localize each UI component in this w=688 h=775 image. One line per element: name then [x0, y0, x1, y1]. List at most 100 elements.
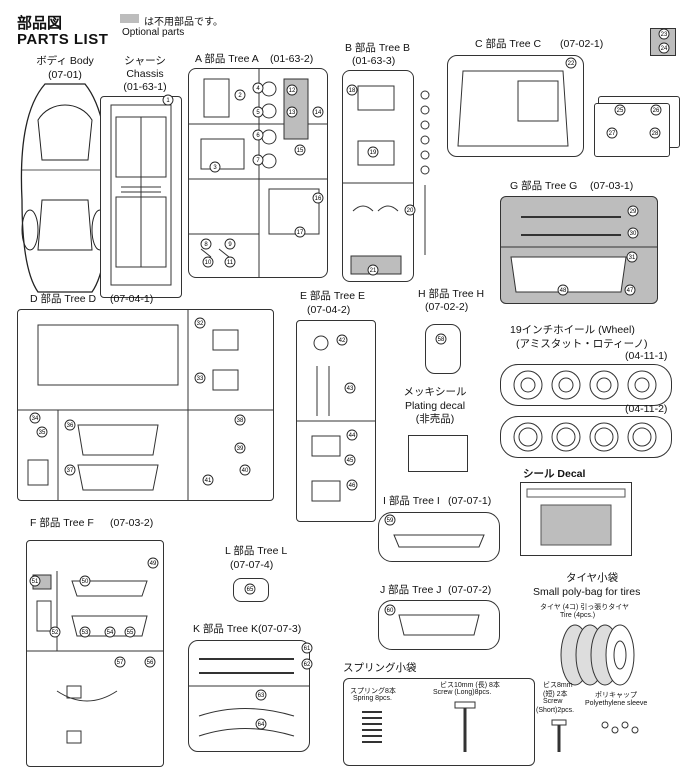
svg-text:55: 55 — [127, 630, 134, 636]
part-number-29: 29 — [627, 205, 639, 217]
part-number-49: 49 — [147, 557, 159, 569]
svg-text:5: 5 — [256, 110, 260, 116]
plating-title: Plating decal — [404, 400, 466, 412]
part-number-32: 32 — [194, 317, 206, 329]
svg-text:57: 57 — [117, 660, 124, 666]
optional-parts-legend: Optional parts — [122, 27, 185, 38]
part-number-19: 19 — [367, 146, 379, 158]
svg-text:25: 25 — [617, 108, 624, 114]
chassis-drawing — [110, 104, 172, 286]
part-number-11: 11 — [224, 256, 236, 268]
part-number-10: 10 — [202, 256, 214, 268]
optional-parts-legend-jp: は不用部品です。 — [144, 17, 223, 28]
part-number-6: 6 — [252, 129, 264, 141]
tree-g-title: G 部品 Tree G — [510, 180, 578, 192]
svg-text:20: 20 — [407, 208, 414, 214]
screw-short-label: Screw — [543, 698, 563, 705]
part-number-51: 51 — [29, 575, 41, 587]
part-number-31: 31 — [626, 251, 638, 263]
wheel-tree-1 — [500, 364, 672, 406]
tree-b-title: B 部品 Tree B — [345, 42, 410, 54]
tree-k-title: K 部品 Tree K — [193, 623, 258, 635]
part-number-42: 42 — [336, 334, 348, 346]
part-number-37: 37 — [64, 464, 76, 476]
tree-j-title: J 部品 Tree J — [380, 584, 442, 596]
tree-g-drawing — [501, 216, 657, 293]
svg-text:3: 3 — [213, 165, 217, 171]
tire-bag-title-jp: タイヤ小袋 — [566, 572, 619, 584]
svg-text:46: 46 — [349, 483, 356, 489]
svg-text:21: 21 — [370, 268, 377, 274]
part-number-8: 8 — [200, 238, 212, 250]
svg-text:45: 45 — [347, 458, 354, 464]
svg-text:15: 15 — [297, 148, 304, 154]
part-number-33: 33 — [194, 372, 206, 384]
tree-j-frame — [378, 600, 500, 650]
svg-text:10: 10 — [205, 260, 212, 266]
decal-sheet — [520, 482, 632, 556]
tree-e-drawing — [297, 335, 375, 502]
tire-label: Tire (4pcs.) — [560, 612, 596, 619]
wheel-tree-1-drawing — [513, 370, 657, 400]
svg-text:4: 4 — [256, 86, 260, 92]
svg-text:58: 58 — [438, 337, 445, 343]
svg-text:60: 60 — [387, 608, 394, 614]
chassis-title-jp: シャーシ — [124, 55, 166, 67]
svg-text:39: 39 — [237, 446, 244, 452]
tire-bag-title: Small poly-bag for tires — [533, 586, 641, 598]
tree-e-frame — [296, 320, 376, 522]
svg-text:29: 29 — [630, 209, 637, 215]
tree-i-title: I 部品 Tree I — [383, 495, 440, 507]
tree-i-frame — [378, 512, 500, 562]
plating-note: (非売品) — [415, 413, 455, 425]
part-number-14: 14 — [312, 106, 324, 118]
wheel-code-2: (04-11-2) — [625, 403, 668, 415]
part-number-27: 27 — [606, 127, 618, 139]
svg-text:28: 28 — [652, 131, 659, 137]
part-number-20: 20 — [404, 204, 416, 216]
part-number-56: 56 — [144, 656, 156, 668]
svg-text:16: 16 — [315, 196, 322, 202]
svg-text:24: 24 — [661, 46, 668, 52]
part-number-2: 2 — [234, 89, 246, 101]
svg-text:61: 61 — [304, 646, 311, 652]
svg-text:56: 56 — [147, 660, 154, 666]
part-number-26: 26 — [650, 104, 662, 116]
tree-h-code: (07-02-2) — [425, 301, 469, 313]
tree-i-code: (07-07-1) — [448, 495, 492, 507]
tree-h-frame — [425, 324, 461, 374]
svg-text:53: 53 — [82, 630, 89, 636]
chassis-title: Chassis — [126, 68, 164, 80]
part-number-3: 3 — [209, 161, 221, 173]
part-number-24: 24 — [658, 42, 670, 54]
part-number-1: 1 — [162, 94, 174, 106]
tree-f-frame — [26, 540, 164, 767]
svg-text:27: 27 — [609, 131, 616, 137]
svg-text:43: 43 — [347, 386, 354, 392]
svg-text:32: 32 — [197, 321, 204, 327]
part-number-64: 64 — [255, 718, 267, 730]
tree-b-drawing — [343, 85, 413, 275]
tree-c-roof-frame — [447, 55, 584, 157]
chassis-part — [100, 96, 182, 298]
screw-long-label: Screw (Long)8pcs. — [433, 689, 492, 696]
svg-text:64: 64 — [258, 722, 265, 728]
sleeve-label-jp: ポリキャップ — [595, 692, 637, 699]
tree-c-title: C 部品 Tree C — [475, 38, 542, 50]
part-number-41: 41 — [202, 474, 214, 486]
part-number-13: 13 — [286, 106, 298, 118]
screw-short-label-jp: ビス8mm — [543, 682, 573, 689]
part-number-22: 22 — [565, 57, 577, 69]
svg-text:54: 54 — [107, 630, 114, 636]
svg-text:37: 37 — [67, 468, 74, 474]
page-title-jp: 部品図 — [17, 15, 63, 32]
wheel-tree-2-drawing — [513, 422, 657, 452]
chassis-code: (01-63-1) — [123, 81, 167, 93]
svg-text:30: 30 — [630, 231, 637, 237]
svg-text:23: 23 — [661, 32, 668, 38]
screw-short-label-jp-2: (短) 2本 — [543, 691, 568, 698]
part-number-59: 59 — [384, 514, 396, 526]
svg-text:19: 19 — [370, 150, 377, 156]
decal-sheet-drawing — [526, 488, 626, 546]
part-number-50: 50 — [79, 575, 91, 587]
